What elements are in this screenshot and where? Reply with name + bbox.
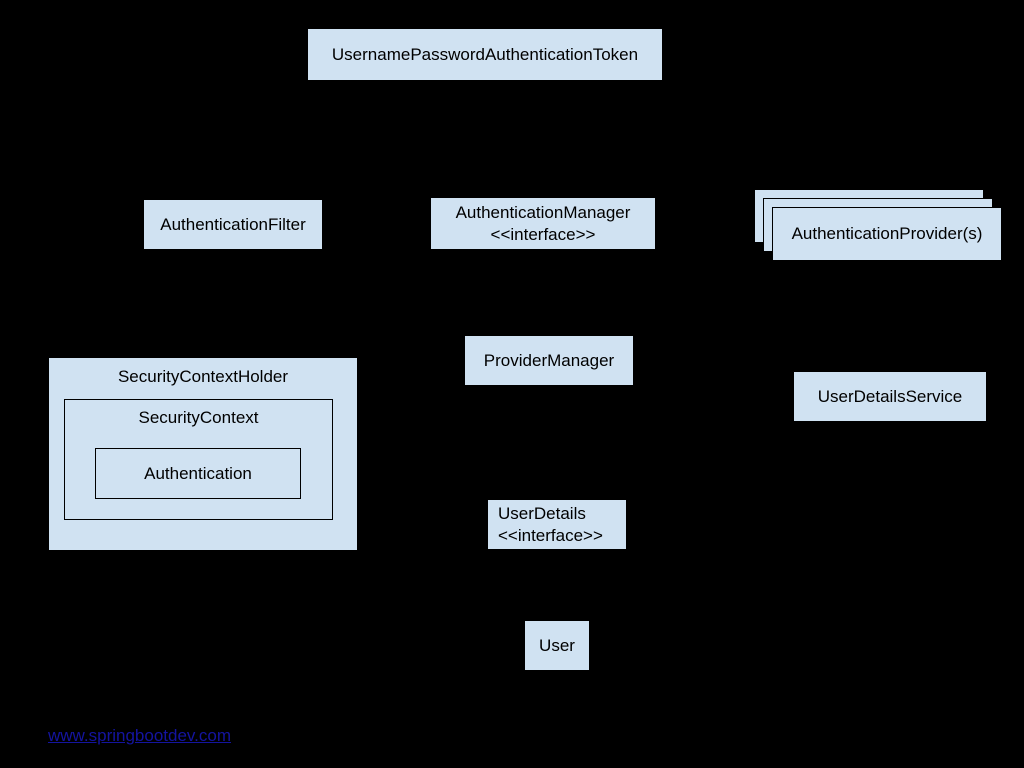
node-username-password-authentication-token: UsernamePasswordAuthenticationToken xyxy=(307,28,663,81)
node-security-context-holder: SecurityContextHolder xyxy=(48,357,358,551)
footer-website-link[interactable]: www.springbootdev.com xyxy=(48,726,231,745)
node-user-details: UserDetails <<interface>> xyxy=(487,499,627,550)
node-user: User xyxy=(524,620,590,671)
node-provider-manager: ProviderManager xyxy=(464,335,634,386)
node-security-context: SecurityContext xyxy=(64,399,333,520)
node-authentication-providers: AuthenticationProvider(s) xyxy=(772,207,1002,261)
node-authentication-manager: AuthenticationManager <<interface>> xyxy=(430,197,656,250)
node-user-details-service: UserDetailsService xyxy=(793,371,987,422)
node-authentication: Authentication xyxy=(95,448,301,499)
node-authentication-filter: AuthenticationFilter xyxy=(143,199,323,250)
